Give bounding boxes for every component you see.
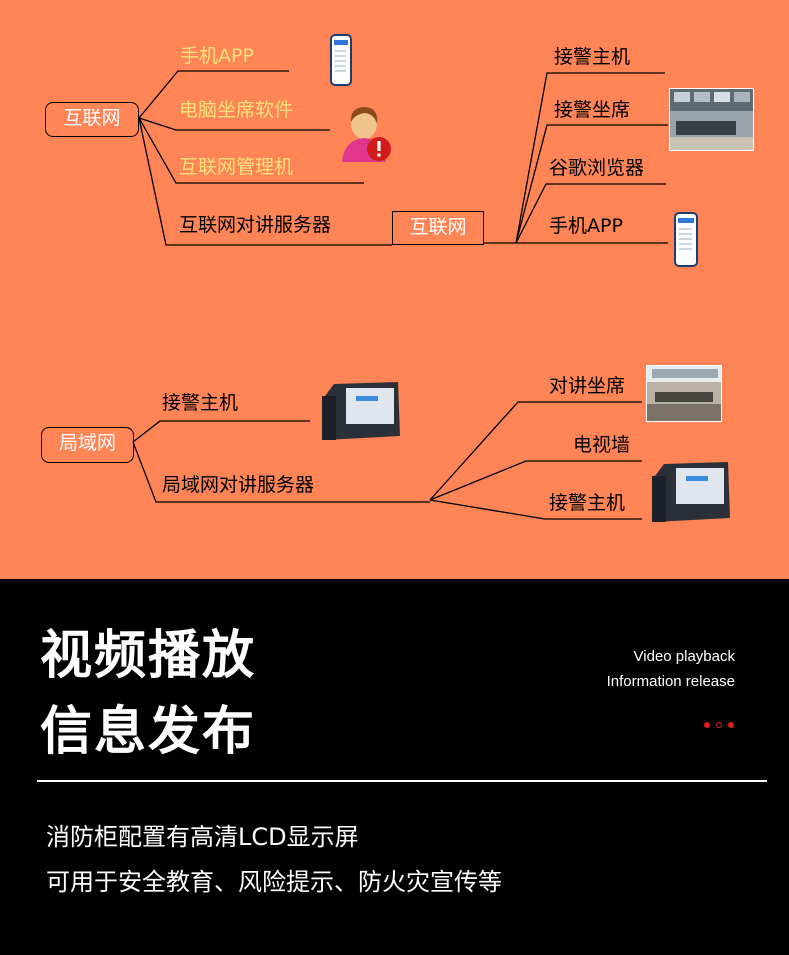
branch-pc-agent-software: 电脑坐席软件	[179, 99, 294, 121]
description-line1: 消防柜配置有高清LCD显示屏	[46, 823, 359, 851]
target-alarm-host-2: 接警主机	[549, 492, 626, 514]
section-title-line1: 视频播放	[40, 626, 257, 686]
smartphone-icon	[330, 34, 352, 86]
user-alert-icon	[342, 107, 391, 162]
branch-alarm-host: 接警主机	[162, 392, 239, 414]
decor-dot	[728, 722, 734, 728]
desk-phone-icon	[652, 462, 730, 522]
target-intercom-seat: 对讲坐席	[549, 375, 626, 397]
control-room-photo	[669, 88, 754, 151]
subtitle-en-line1: Video playback	[633, 648, 735, 665]
branch-mobile-app: 手机APP	[180, 45, 254, 67]
network-diagram: 互联网 手机APP 电脑坐席软件 互联网管理机 互联网对讲服务器 互联网 接警主…	[0, 0, 789, 579]
control-room-photo	[646, 365, 722, 422]
branch-lan-intercom-server: 局域网对讲服务器	[162, 474, 315, 496]
subtitle-en-line2: Information release	[606, 673, 735, 690]
smartphone-icon	[674, 212, 698, 267]
section-title-line2: 信息发布	[40, 702, 257, 762]
description-line2: 可用于安全教育、风险提示、防火灾宣传等	[46, 868, 502, 896]
target-alarm-seat: 接警坐席	[554, 99, 631, 121]
desk-phone-icon	[322, 382, 400, 440]
target-mobile-app: 手机APP	[549, 215, 623, 237]
decor-dot	[704, 722, 710, 728]
branch-internet-intercom-server: 互联网对讲服务器	[179, 214, 332, 236]
branch-internet-manager: 互联网管理机	[179, 156, 294, 178]
internet-hub-node: 互联网	[392, 211, 484, 245]
feature-section: 视频播放 信息发布 Video playback Information rel…	[0, 579, 789, 955]
decor-dot	[716, 722, 722, 728]
connector-lines	[132, 70, 668, 520]
internet-root-node: 互联网	[45, 102, 139, 137]
lan-root-node: 局域网	[41, 427, 134, 463]
divider	[37, 780, 767, 782]
target-alarm-host: 接警主机	[554, 46, 631, 68]
target-chrome-browser: 谷歌浏览器	[549, 157, 645, 179]
target-video-wall: 电视墙	[573, 434, 631, 456]
